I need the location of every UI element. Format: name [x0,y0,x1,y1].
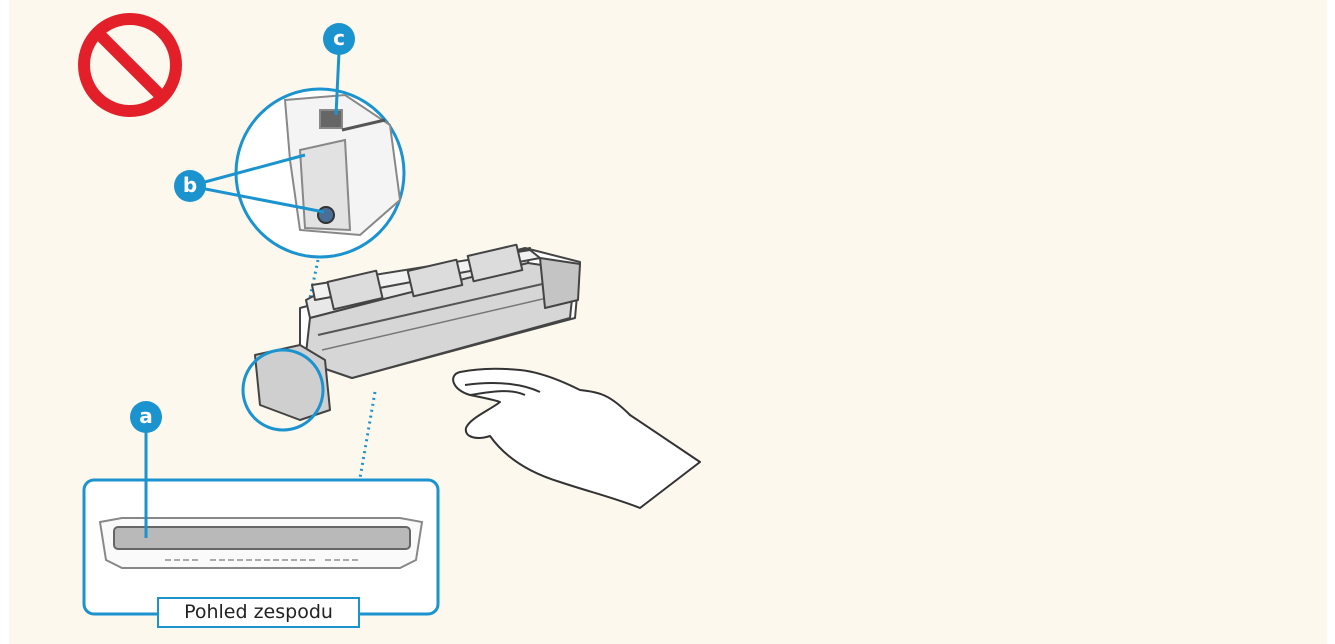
callout-label-a: a [139,404,153,428]
callout-badge-b: b [174,170,206,202]
bottom-view-box [84,480,438,614]
callout-label-c: c [333,26,345,50]
prohibition-sign-icon [84,19,176,111]
callout-badge-c: c [323,23,355,55]
bottom-view-label: Pohled zespodu [157,597,360,628]
hand-icon [453,369,700,508]
callout-badge-a: a [130,401,162,433]
callout-label-b: b [183,173,197,197]
detail-circle-large [236,89,404,257]
drum-roller [114,527,410,549]
